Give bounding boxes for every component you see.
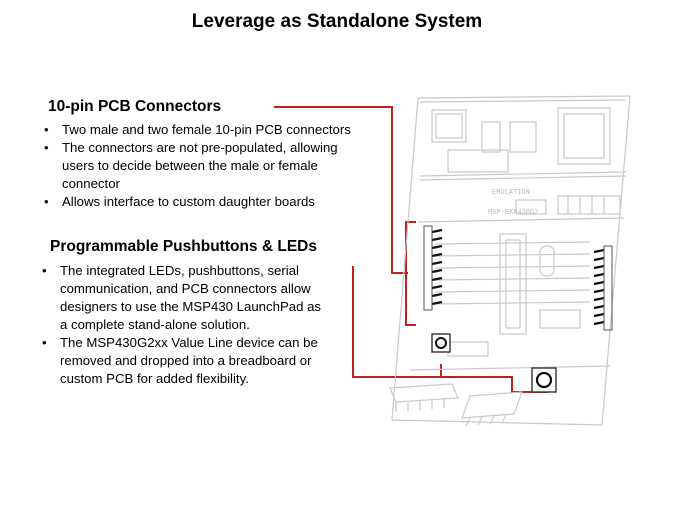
dip-socket [499,233,527,335]
silkscreen-emulation: EMULATION [492,189,530,197]
jumper-header [557,195,621,215]
launchpad-board-illustration: EMULATION MSP-EXP430G2 [389,95,631,427]
usb-connector [431,109,467,143]
connectors-bracket [405,221,416,326]
slide-title: Leverage as Standalone System [191,11,483,32]
pushbutton-s2 [531,367,557,393]
pushbuttons-bullet-list: The integrated LEDs, pushbuttons, serial… [38,262,356,388]
connectors-bullet: Two male and two female 10-pin PCB conne… [40,121,380,139]
board-outline [391,95,631,426]
connectors-callout-line [274,106,408,274]
connectors-bullet-list: Two male and two female 10-pin PCB conne… [40,121,380,211]
pushbutton-s1 [431,333,451,353]
left-header-base [423,225,433,311]
right-header-base [603,245,613,331]
pushbuttons-callout-line [352,266,442,378]
pushbuttons-bullet: The integrated LEDs, pushbuttons, serial… [38,262,330,334]
silkscreen-board-name: MSP-EXP430G2 [488,209,538,217]
left-pin-header [431,228,443,306]
pushbuttons-bullet: The MSP430G2xx Value Line device can be … [38,334,342,388]
removed-dip-chip-2 [461,391,523,419]
emulator-chip [557,107,611,165]
connectors-bullet: The connectors are not pre-populated, al… [40,139,362,193]
section-heading-connectors: 10-pin PCB Connectors [48,98,222,115]
pushbuttons-callout-line-2 [441,376,548,393]
section-heading-pushbuttons: Programmable Pushbuttons & LEDs [50,238,317,255]
right-pin-header [593,248,605,326]
removed-dip-chip [389,383,459,403]
connectors-bullet: Allows interface to custom daughter boar… [40,193,380,211]
